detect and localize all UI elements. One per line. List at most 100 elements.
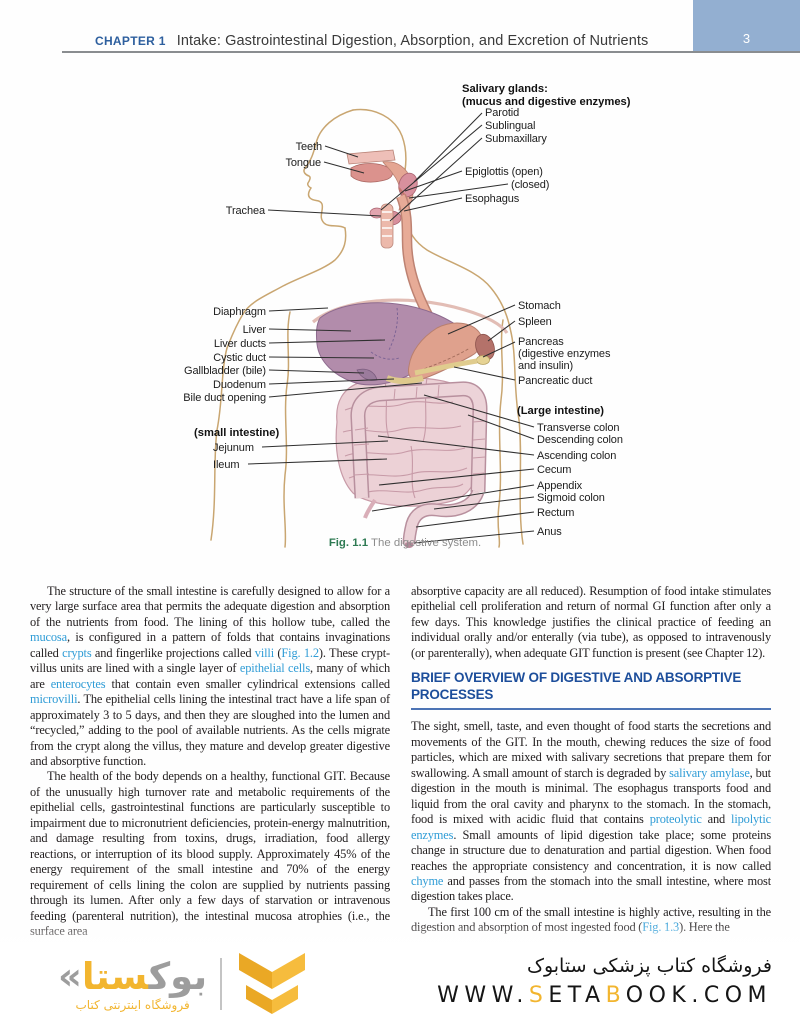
text-run: that contain even smaller cylindrical ex… [105,676,390,691]
text-run: and [701,812,732,827]
text-run: and fingerlike projections called [91,645,255,660]
figure-label-appendix: Appendix [537,480,583,492]
section-heading-rule [411,708,771,711]
text-run: OOK.COM [625,983,772,1008]
right-column: absorptive capacity are all reduced). Re… [411,584,771,952]
figure-label-rectum: Rectum [537,507,574,519]
text-run-term: lipolytic enzymes [411,812,771,842]
text-run: and passes from the stomach into the sma… [411,873,771,904]
text-run: . Small amounts of lipid digestion take … [411,827,771,873]
text-run-term: epithelial cells [239,661,310,676]
text-run: ). These crypt-villus units are lined wi… [30,645,390,676]
figure-labels: Salivary glands: (mucus and digestive en… [183,83,630,538]
figure-label-descending-colon: Descending colon [537,434,623,446]
figure-label-submaxillary: Submaxillary [485,133,547,145]
figure-label-salivary-glands: Salivary glands: [462,83,548,95]
figure-label-epiglottis-closed: (closed) [511,179,549,191]
appendix-shape [363,498,377,519]
text-run: . The epithelial cells lining the intest… [30,692,390,768]
figure-label-stomach: Stomach [518,300,561,312]
figure-label-ileum: Ileum [213,459,239,471]
figure-label-sublingual: Sublingual [485,120,535,132]
text-run-web-y: B [605,983,626,1008]
figure-label-teeth: Teeth [296,141,322,153]
figure-label-small-intestine: (small intestine) [194,427,279,439]
tongue-shape [350,163,393,183]
figure-label-cecum: Cecum [537,464,571,476]
figure-label-sigmoid-colon: Sigmoid colon [537,492,605,504]
text-run: WWW. [437,983,529,1008]
chapter-title: Intake: Gastrointestinal Digestion, Abso… [176,33,649,49]
anus-shape [404,542,414,548]
text-run: ). Here the [679,920,730,935]
figure-label-pancreatic-duct: Pancreatic duct [518,375,592,387]
right-torso-line [497,319,504,548]
paragraph: The sight, smell, taste, and even though… [411,719,771,904]
watermark-footer: «بوکستا فروشگاه اینترنتی کتاب فروشگاه کت… [0,950,800,1024]
header-rule [62,51,800,54]
logo-wordmark-yellow: ستا [81,954,149,998]
figure-label-pancreas-2: (digestive enzymes [518,348,611,360]
logo-wordmark: «بوکستا [58,958,207,995]
left-torso-line [283,311,291,548]
page-header: CHAPTER 1 Intake: Gastrointestinal Diges… [95,33,648,49]
paragraph: The health of the body depends on a heal… [30,769,390,939]
footer-store-info: فروشگاه کتاب پزشکی ستابوک WWW.SETABOOK.C… [437,955,772,1008]
text-run: ETA [548,983,606,1008]
figure-label-epiglottis: Epiglottis (open) [465,166,543,178]
figure-label-pancreas: Pancreas [518,336,564,348]
figure-label-gallbladder: Gallbladder (bile) [184,365,266,377]
text-run: , many of which are [30,661,390,691]
figure-label-pancreas-3: and insulin) [518,360,573,372]
logo-wordmark-gray: «بوک [58,954,208,998]
website-url: WWW.SETABOOK.COM [437,983,772,1008]
digestive-system-illustration: Salivary glands: (mucus and digestive en… [183,83,631,548]
text-run: The structure of the small intestine is … [30,584,390,629]
left-shoulder-line [226,227,347,349]
figure-label-parotid: Parotid [485,107,519,119]
text-run-web-y: S [528,983,549,1008]
page-number: 3 [742,31,751,46]
text-run-term: salivary amylase [669,765,750,780]
paragraph: The first 100 cm of the small intestine … [411,905,771,936]
right-arm-line [509,327,524,545]
text-run-term: chyme [411,873,444,888]
trachea-shape [380,203,394,249]
face-profile-line [303,109,354,229]
setabook-logo: «بوکستا فروشگاه اینترنتی کتاب [58,953,307,1015]
page-number-box: 3 [693,0,800,51]
text-run-ref: Fig. 1.3 [642,920,680,935]
double-chevron-down-icon [239,953,306,1014]
teeth-shape [346,149,396,165]
right-shoulder-line [404,215,511,329]
figure-label-anus: Anus [537,526,562,538]
paragraph: The structure of the small intestine is … [30,584,390,769]
figure-label-diaphragm: Diaphragm [213,306,266,318]
figure-label-salivary-glands-2: (mucus and digestive enzymes) [462,96,631,108]
figure-label-bile-duct-opening: Bile duct opening [183,392,266,404]
text-run: absorptive capacity are all reduced). Re… [411,584,771,660]
sigmoid-rectum-shape [404,489,483,545]
figure-label-liver-ducts: Liver ducts [214,338,267,350]
figure-caption-text: The digestive system. [371,537,482,549]
text-run-term: proteolytic [649,812,702,827]
section-heading: BRIEF OVERVIEW OF DIGESTIVE AND ABSORPTI… [411,670,742,702]
leader-lines [247,112,535,544]
figure-label-duodenum: Duodenum [213,379,266,391]
figure-label-esophagus: Esophagus [465,193,520,205]
body-outline [210,108,524,548]
text-run-term: microvilli [30,692,78,707]
text-run-term: mucosa [30,630,67,645]
figure-1-1: Salivary glands: (mucus and digestive en… [165,70,685,548]
text-run: The health of the body depends on a heal… [30,769,390,938]
text-run: , but digestion in the mouth is minimal.… [411,765,771,827]
large-intestine-shape [351,382,486,499]
logo-wordmark-block: «بوکستا فروشگاه اینترنتی کتاب [58,958,207,1011]
text-run-term: crypts [62,645,92,660]
text-run: ( [274,645,282,660]
text-run-term: villi [254,645,275,660]
pancreatic-duct-shape [414,358,478,376]
text-run-term: enterocytes [50,676,106,691]
figure-label-trachea: Trachea [226,205,266,217]
